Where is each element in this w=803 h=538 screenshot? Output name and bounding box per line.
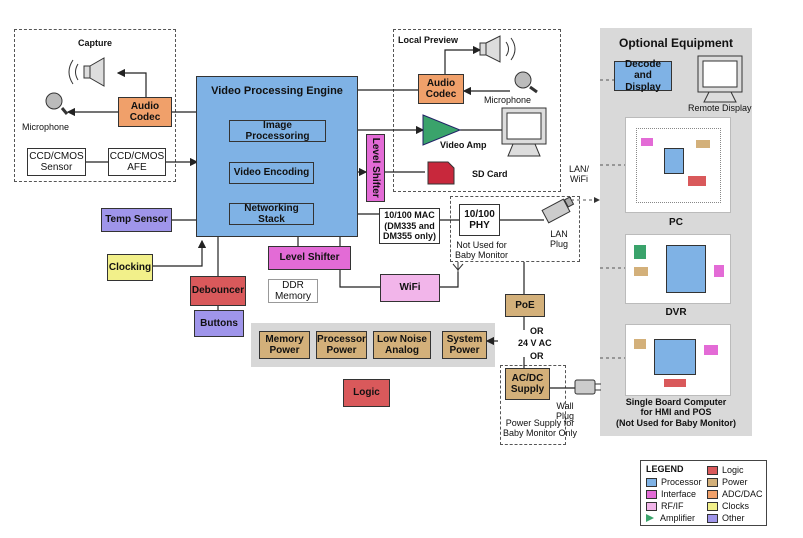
speaker-icon bbox=[68, 57, 105, 87]
wall-plug-label: Wall Plug bbox=[556, 401, 575, 422]
vpe-title: Video Processing Engine bbox=[211, 85, 343, 97]
audio-codec-capture: Audio Codec bbox=[118, 97, 172, 127]
or-label: OR bbox=[530, 351, 544, 361]
legend-swatch bbox=[646, 489, 657, 499]
legend-item: Other bbox=[707, 513, 745, 523]
wall-plug-icon bbox=[574, 379, 601, 395]
video-amp-label: Video Amp bbox=[440, 140, 487, 150]
legend-item: ADC/DAC bbox=[707, 489, 763, 499]
remote-display-label: Remote Display bbox=[688, 103, 752, 113]
sd-card-label: SD Card bbox=[472, 169, 508, 179]
or-label: OR bbox=[530, 326, 544, 336]
system-power-block: System Power bbox=[442, 331, 487, 359]
local-preview-title: Local Preview bbox=[398, 35, 459, 45]
networking-stack-block: Networking Stack bbox=[229, 203, 314, 225]
legend-swatch bbox=[646, 501, 657, 511]
arrow-right-icon bbox=[594, 197, 600, 203]
sd-card-icon bbox=[427, 161, 455, 185]
poe-block: PoE bbox=[505, 294, 545, 317]
phy-block: 10/100 PHY bbox=[459, 204, 500, 236]
optional-equipment-title: Optional Equipment bbox=[619, 36, 733, 50]
lan-plug-label: LAN Plug bbox=[550, 229, 569, 250]
legend-item: Amplifier bbox=[646, 513, 695, 523]
amplifier-icon bbox=[646, 514, 654, 522]
microphone-icon bbox=[514, 71, 538, 94]
acdc-supply-block: AC/DC Supply bbox=[505, 368, 550, 400]
legend-swatch bbox=[707, 501, 718, 511]
buttons-block: Buttons bbox=[194, 310, 244, 337]
ccd-sensor-block: CCD/CMOS Sensor bbox=[27, 148, 86, 176]
legend-swatch bbox=[707, 513, 718, 523]
lan-wifi-label: LAN/ WiFi bbox=[569, 164, 590, 185]
dvr-thumbnail bbox=[625, 234, 731, 304]
power-supply-note: Power Supply for Baby Monitor Only bbox=[503, 418, 578, 439]
capture-group bbox=[14, 29, 176, 182]
legend-title: LEGEND bbox=[646, 464, 684, 474]
level-shifter-block: Level Shifter bbox=[268, 246, 351, 270]
monitor-icon bbox=[501, 107, 547, 157]
video-encoding-block: Video Encoding bbox=[229, 162, 314, 184]
image-processing-block: Image Processoring bbox=[229, 120, 326, 142]
decode-display-block: Decode and Display bbox=[614, 59, 672, 93]
power-supply-group bbox=[500, 365, 566, 445]
mac-block: 10/100 MAC (DM335 and DM355 only) bbox=[379, 208, 440, 244]
ddr-memory-block: DDR Memory bbox=[268, 279, 318, 303]
antenna-icon bbox=[452, 262, 464, 272]
ac24-label: 24 V AC bbox=[518, 338, 552, 348]
microphone-label: Microphone bbox=[22, 122, 70, 132]
legend-swatch bbox=[707, 477, 718, 487]
microphone-label: Microphone bbox=[484, 95, 532, 105]
legend-item: Interface bbox=[646, 489, 696, 499]
legend-item: Processor bbox=[646, 477, 702, 487]
low-noise-analog-block: Low Noise Analog bbox=[373, 331, 431, 359]
clocking-block: Clocking bbox=[107, 254, 153, 281]
ccd-afe-block: CCD/CMOS AFE bbox=[108, 148, 166, 176]
legend-item: Clocks bbox=[707, 501, 749, 511]
legend-item: Power bbox=[707, 477, 748, 487]
wifi-block: WiFi bbox=[380, 274, 440, 302]
capture-title: Capture bbox=[77, 38, 112, 48]
debouncer-block: Debouncer bbox=[190, 276, 246, 306]
legend-swatch bbox=[646, 477, 657, 487]
local-preview-group bbox=[393, 29, 561, 192]
memory-power-block: Memory Power bbox=[259, 331, 310, 359]
level-shifter-vertical: Level Shifter bbox=[366, 134, 385, 202]
legend-item: RF/IF bbox=[646, 501, 684, 511]
speaker-icon bbox=[479, 35, 516, 63]
not-used-baby-label: Not Used for Baby Monitor bbox=[455, 240, 509, 261]
audio-codec-preview: Audio Codec bbox=[418, 74, 464, 104]
logic-block: Logic bbox=[343, 379, 390, 407]
temp-sensor-block: Temp Sensor bbox=[101, 208, 172, 232]
pc-thumbnail bbox=[625, 117, 731, 213]
video-amp-icon bbox=[422, 114, 462, 146]
sbc-thumbnail bbox=[625, 324, 731, 396]
legend-item: Logic bbox=[707, 465, 744, 475]
sbc-label: Single Board Computer for HMI and POS (N… bbox=[616, 397, 736, 428]
microphone-icon bbox=[45, 92, 69, 115]
pc-label: PC bbox=[669, 217, 683, 228]
legend: LEGEND Processor Interface RF/IF Amplifi… bbox=[640, 460, 767, 526]
phy-group bbox=[450, 196, 580, 262]
remote-display-icon bbox=[697, 55, 743, 103]
legend-swatch bbox=[707, 489, 718, 499]
legend-swatch bbox=[707, 465, 718, 475]
dvr-label: DVR bbox=[665, 307, 687, 318]
lan-plug-icon bbox=[541, 196, 575, 224]
processor-power-block: Processor Power bbox=[316, 331, 367, 359]
